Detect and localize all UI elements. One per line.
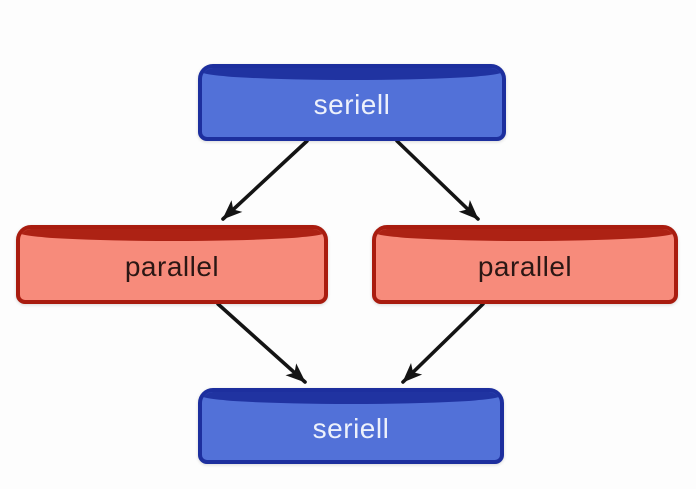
node-parallel-right: parallel bbox=[372, 225, 678, 304]
arrow-parallel-right-to-seriell-bottom bbox=[401, 302, 485, 384]
node-seriell-bottom: seriell bbox=[198, 388, 504, 464]
arrow-seriell-top-to-parallel-right bbox=[395, 139, 480, 221]
node-parallel-left: parallel bbox=[16, 225, 328, 304]
node-seriell-top-label: seriell bbox=[313, 89, 391, 120]
node-parallel-left-label: parallel bbox=[124, 251, 220, 282]
node-seriell-top: seriell bbox=[198, 64, 506, 141]
node-parallel-right-label: parallel bbox=[477, 251, 573, 282]
arrow-parallel-left-to-seriell-bottom bbox=[216, 302, 307, 384]
arrow-seriell-top-to-parallel-left bbox=[221, 139, 309, 221]
node-seriell-bottom-label: seriell bbox=[312, 412, 390, 444]
